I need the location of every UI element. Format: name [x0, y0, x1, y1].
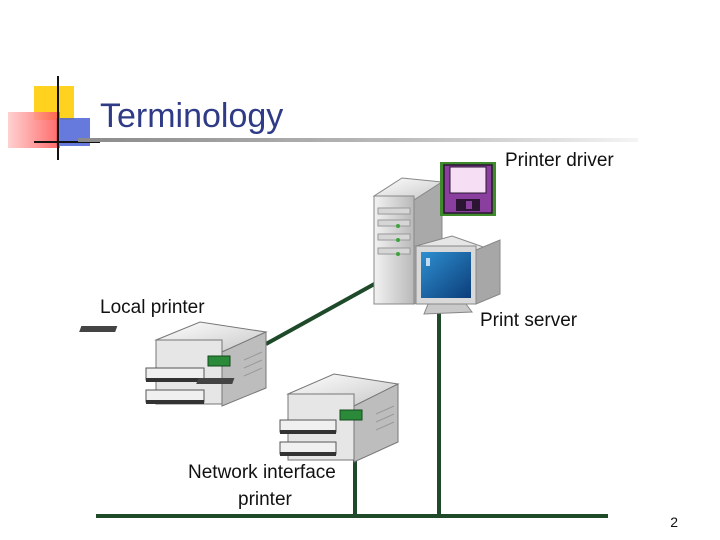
network-printer-label-line2: printer — [238, 489, 292, 510]
slide-title: Terminology — [100, 97, 284, 135]
local-printer-label: Local printer — [100, 297, 205, 318]
network-printer-label-line1: Network interface — [188, 462, 336, 483]
page-number: 2 — [670, 514, 678, 530]
print-server-label: Print server — [480, 310, 578, 331]
printer-driver-label: Printer driver — [505, 150, 614, 171]
local-printer-cable — [265, 280, 379, 346]
server-monitor — [414, 235, 501, 315]
floppy-disk-icon — [440, 162, 496, 216]
slide-corner-decoration — [8, 76, 100, 160]
network-printer-icon — [196, 373, 400, 463]
title-underline — [78, 138, 638, 142]
local-printer-icon — [79, 321, 268, 407]
